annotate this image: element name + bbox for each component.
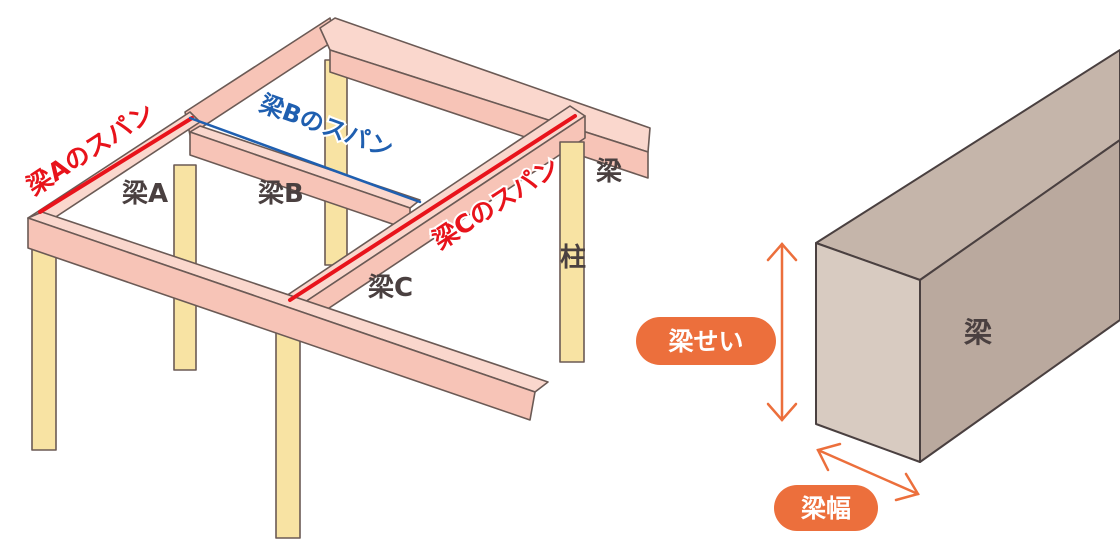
width-badge-label: 梁幅: [800, 494, 851, 523]
block-beam-label: 梁: [963, 316, 992, 349]
height-badge: 梁せい: [636, 317, 776, 365]
beam-b-label: 梁B: [257, 179, 304, 209]
post-back-middle: [324, 59, 348, 266]
height-badge-label: 梁せい: [667, 327, 743, 356]
beam-front-side: [27, 217, 536, 421]
post-front-left: [31, 239, 57, 451]
span-b-line: [188, 116, 422, 204]
column-label: 柱: [560, 243, 586, 273]
beam-block: [815, 49, 1120, 463]
height-arrow: [766, 242, 798, 422]
beam-a-label: 梁A: [121, 179, 168, 209]
timber-frame: [27, 17, 651, 539]
width-arrow: [816, 442, 920, 502]
span-a-line: [38, 116, 194, 214]
beam-c-label: 梁C: [367, 273, 413, 303]
beam-label: 梁: [595, 157, 622, 187]
post-front-middle: [275, 317, 301, 539]
width-badge: 梁幅: [774, 485, 878, 531]
span-c-line: [288, 114, 577, 302]
post-right: [559, 141, 585, 363]
block-front-face: [815, 242, 921, 463]
